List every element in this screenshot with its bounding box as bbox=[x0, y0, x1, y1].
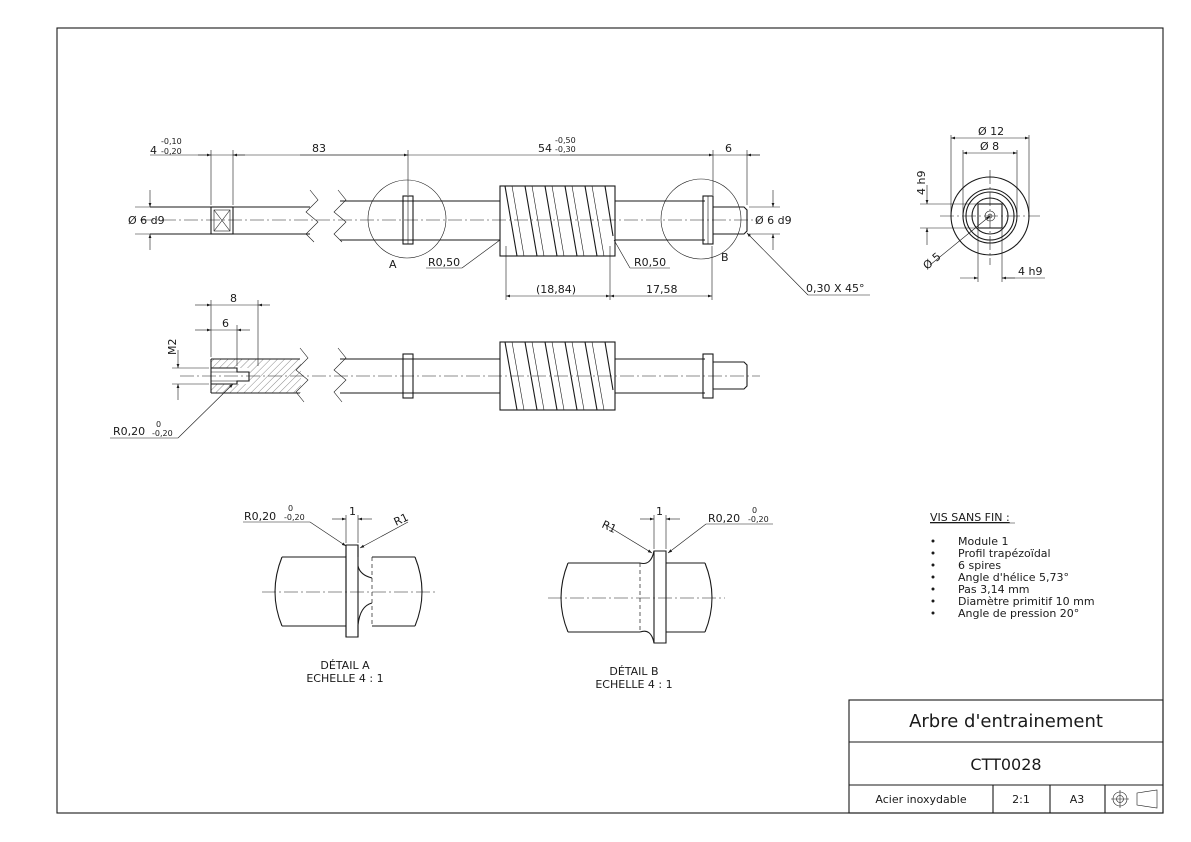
notes-list: Module 1 Profil trapézoïdal 6 spires Ang… bbox=[931, 535, 1095, 620]
section-radius-tol-up: 0 bbox=[156, 420, 161, 429]
material: Acier inoxydable bbox=[875, 793, 966, 806]
note-item: Angle d'hélice 5,73° bbox=[958, 571, 1069, 584]
format: A3 bbox=[1070, 793, 1085, 806]
scale: 2:1 bbox=[1012, 793, 1030, 806]
detail-b-tol-low: -0,20 bbox=[748, 515, 769, 524]
detail-a-tol-low: -0,20 bbox=[284, 513, 305, 522]
detail-b-radius-left: R1 bbox=[600, 518, 619, 536]
detail-b-caption-2: ECHELLE 4 : 1 bbox=[595, 678, 672, 691]
dia-left: Ø 6 d9 bbox=[128, 214, 165, 227]
dim-4-tol-up: -0,10 bbox=[161, 137, 182, 146]
dia-right: Ø 6 d9 bbox=[755, 214, 792, 227]
radius-left: R0,50 bbox=[428, 256, 460, 269]
radius-right: R0,50 bbox=[634, 256, 666, 269]
dia-5: Ø 5 bbox=[921, 250, 944, 272]
note-item: Angle de pression 20° bbox=[958, 607, 1079, 620]
dim-17-58: 17,58 bbox=[646, 283, 678, 296]
part-number: CTT0028 bbox=[970, 755, 1041, 774]
worm-thread bbox=[499, 185, 616, 257]
detail-a-width: 1 bbox=[349, 505, 356, 518]
note-item: Pas 3,14 mm bbox=[958, 583, 1030, 596]
dim-4-tol-low: -0,20 bbox=[161, 147, 182, 156]
dim-4h9-vertical: 4 h9 bbox=[915, 171, 928, 195]
dia-12: Ø 12 bbox=[978, 125, 1004, 138]
dia-8: Ø 8 bbox=[980, 140, 999, 153]
detail-a-caption-2: ECHELLE 4 : 1 bbox=[306, 672, 383, 685]
dim-4h9-horizontal: 4 h9 bbox=[1018, 265, 1042, 278]
detail-a-radius-left: R0,20 bbox=[244, 510, 276, 523]
note-item: Module 1 bbox=[958, 535, 1009, 548]
detail-a-radius-right: R1 bbox=[392, 511, 411, 529]
chamfer-label: 0,30 X 45° bbox=[806, 282, 865, 295]
dim-83: 83 bbox=[312, 142, 326, 155]
notes-heading: VIS SANS FIN : bbox=[930, 511, 1010, 524]
dim-54: 54 bbox=[538, 142, 552, 155]
first-angle-projection-icon bbox=[1111, 789, 1158, 809]
section-radius: R0,20 bbox=[113, 425, 145, 438]
detail-a-caption-1: DÉTAIL A bbox=[320, 659, 370, 672]
section-view: 8 6 M2 R0,20 0 -0,20 bbox=[110, 292, 760, 439]
detail-b-label: B bbox=[721, 251, 729, 264]
section-radius-tol-low: -0,20 bbox=[152, 429, 173, 438]
detail-b-view: 1 R1 R0,20 0 -0,20 DÉTAIL B ECHELLE 4 : … bbox=[548, 505, 773, 691]
note-item: 6 spires bbox=[958, 559, 1001, 572]
detail-b-circle bbox=[660, 178, 742, 260]
detail-b-radius-right: R0,20 bbox=[708, 512, 740, 525]
dim-6-section: 6 bbox=[222, 317, 229, 330]
dim-54-tol-low: -0,30 bbox=[555, 145, 576, 154]
detail-a-label: A bbox=[389, 258, 397, 271]
dim-18-84: (18,84) bbox=[536, 283, 576, 296]
sheet-border bbox=[56, 27, 1164, 814]
notes-block: VIS SANS FIN : Module 1 Profil trapézoïd… bbox=[930, 511, 1095, 620]
end-view: Ø 12 Ø 8 4 h9 Ø 5 4 h9 bbox=[915, 125, 1045, 282]
detail-b-tol-up: 0 bbox=[752, 506, 757, 515]
part-name: Arbre d'entrainement bbox=[909, 711, 1103, 732]
dim-4: 4 bbox=[150, 144, 157, 157]
detail-a-view: 1 R0,20 0 -0,20 R1 DÉTAIL A ECHELLE 4 : … bbox=[243, 504, 436, 685]
dim-6-top: 6 bbox=[725, 142, 732, 155]
note-item: Profil trapézoïdal bbox=[958, 547, 1051, 560]
dim-54-tol-up: -0,50 bbox=[555, 136, 576, 145]
thread-m2: M2 bbox=[166, 339, 179, 356]
detail-a-tol-up: 0 bbox=[288, 504, 293, 513]
detail-b-width: 1 bbox=[656, 505, 663, 518]
detail-b-caption-1: DÉTAIL B bbox=[609, 665, 658, 678]
dim-8: 8 bbox=[230, 292, 237, 305]
title-block: Arbre d'entrainement CTT0028 Acier inoxy… bbox=[848, 699, 1164, 814]
note-item: Diamètre primitif 10 mm bbox=[958, 595, 1095, 608]
top-view: 4 -0,10 -0,20 83 54 -0,50 -0,30 6 Ø 6 d9… bbox=[128, 136, 870, 300]
detail-a-circle bbox=[367, 179, 447, 259]
